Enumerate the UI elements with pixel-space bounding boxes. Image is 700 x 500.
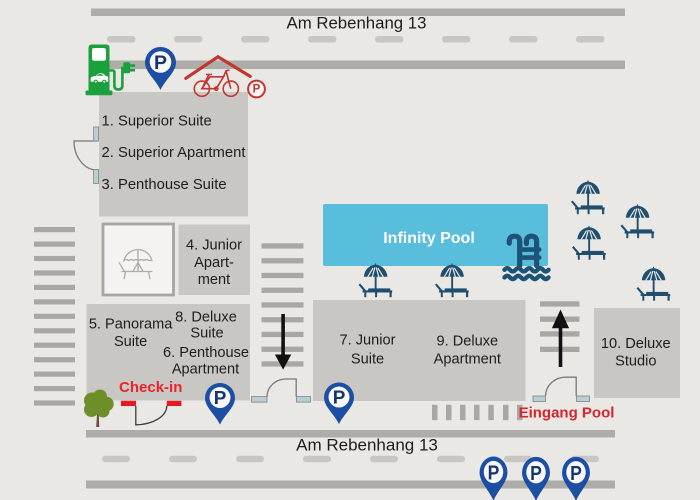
svg-text:2. Superior Apartment: 2. Superior Apartment xyxy=(102,145,246,161)
svg-text:Check-in: Check-in xyxy=(119,379,182,396)
svg-text:Suite: Suite xyxy=(190,326,223,342)
svg-text:1. Superior Suite: 1. Superior Suite xyxy=(102,113,212,129)
svg-text:Studio: Studio xyxy=(615,353,656,369)
svg-text:6. Penthouse: 6. Penthouse xyxy=(163,345,249,361)
svg-text:Suite: Suite xyxy=(351,351,384,367)
svg-text:Apart-: Apart- xyxy=(194,255,234,271)
svg-text:8. Deluxe: 8. Deluxe xyxy=(175,309,237,325)
svg-text:P: P xyxy=(253,84,261,96)
svg-text:Apartment: Apartment xyxy=(434,351,501,367)
svg-text:Am Rebenhang 13: Am Rebenhang 13 xyxy=(287,14,427,33)
svg-text:3. Penthouse Suite: 3. Penthouse Suite xyxy=(102,177,227,193)
svg-text:Infinity Pool: Infinity Pool xyxy=(383,230,475,247)
svg-text:5. Panorama: 5. Panorama xyxy=(89,317,173,333)
svg-text:4. Junior: 4. Junior xyxy=(186,237,242,253)
svg-text:Suite: Suite xyxy=(114,334,147,350)
svg-text:9. Deluxe: 9. Deluxe xyxy=(436,333,498,349)
svg-text:10. Deluxe: 10. Deluxe xyxy=(601,336,671,352)
svg-text:Eingang Pool: Eingang Pool xyxy=(519,405,615,422)
svg-text:ment: ment xyxy=(198,272,230,288)
svg-text:Am Rebenhang 13: Am Rebenhang 13 xyxy=(296,436,438,455)
svg-text:Apartment: Apartment xyxy=(172,362,239,378)
svg-text:7. Junior: 7. Junior xyxy=(340,333,396,349)
